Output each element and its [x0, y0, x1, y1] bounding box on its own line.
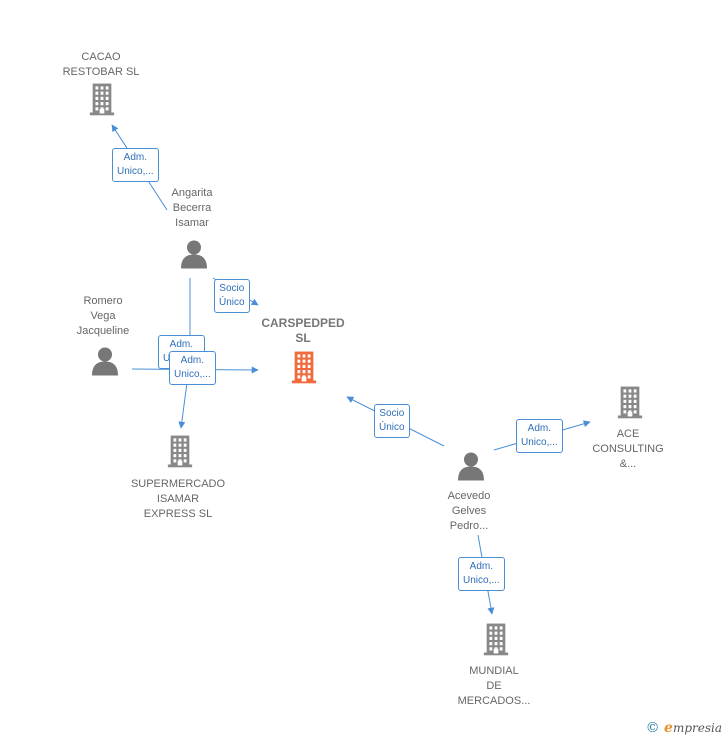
node-label[interactable]: MUNDIAL DE MERCADOS... [458, 664, 531, 709]
node-label[interactable]: SUPERMERCADO ISAMAR EXPRESS SL [131, 477, 225, 522]
node-label-line: DE [486, 680, 502, 692]
person-icon[interactable] [179, 239, 209, 274]
node-label-line: ISAMAR [156, 493, 200, 505]
edge-label-line: Único [379, 422, 405, 433]
node-label-line: MUNDIAL [469, 665, 519, 677]
edge-label-e4[interactable]: Adm. Unico,... [169, 351, 216, 385]
node-label-line: Vega [90, 310, 116, 322]
edge-label-line: Unico,... [521, 437, 558, 448]
person-icon[interactable] [90, 346, 120, 381]
edge-label-line: Adm. [169, 339, 194, 350]
edge-label-line: Único [219, 297, 245, 308]
node-label-line: Isamar [175, 217, 209, 229]
node-label-line: &... [619, 458, 637, 470]
edge-label-e1[interactable]: Adm. Unico,... [112, 148, 159, 182]
node-label-line: Acevedo [447, 490, 491, 502]
edge-label-line: Adm. [469, 561, 494, 572]
node-label-line: CACAO [81, 51, 121, 63]
building-icon[interactable] [290, 350, 318, 389]
node-label-line: Pedro... [449, 520, 489, 532]
edge-label-line: Socio [379, 408, 405, 419]
edge-label-line: Adm. [123, 152, 148, 163]
edge-label-line: Unico,... [117, 166, 154, 177]
copyright-symbol: © [645, 720, 660, 736]
edge-label-e7[interactable]: Adm. Unico,... [458, 557, 505, 591]
edge-label-line: Unico,... [174, 369, 211, 380]
node-label-line: RESTOBAR SL [62, 66, 140, 78]
node-label-line: SL [295, 331, 311, 345]
edge-label-line: Unico,... [463, 575, 500, 586]
node-label-line: SUPERMERCADO [130, 478, 226, 490]
node-label-line: Angarita [171, 187, 213, 199]
node-label-line: Romero [83, 295, 123, 307]
edge-label-line: Adm. [527, 423, 552, 434]
building-icon[interactable] [482, 622, 510, 661]
node-label-line: Jacqueline [76, 325, 130, 337]
building-icon[interactable] [88, 82, 116, 121]
building-icon[interactable] [166, 434, 194, 473]
node-label-line: EXPRESS SL [143, 508, 213, 520]
node-label-line: Becerra [172, 202, 212, 214]
node-label-line: ACE [616, 428, 640, 440]
node-label-line: Gelves [451, 505, 487, 517]
edge-label-line: Socio [219, 283, 245, 294]
brand-logo-text: mpresia [672, 721, 722, 735]
node-label-line: CONSULTING [592, 443, 664, 455]
person-icon[interactable] [456, 451, 486, 486]
node-label-line: MERCADOS... [457, 695, 531, 707]
node-label[interactable]: CACAO RESTOBAR SL [63, 50, 140, 80]
node-label[interactable]: ACE CONSULTING &... [592, 427, 663, 472]
edge-label-line: Adm. [180, 355, 205, 366]
edge-label-e6[interactable]: Adm. Unico,... [516, 419, 563, 453]
building-icon[interactable] [616, 385, 644, 424]
node-label-line: CARSPEDPED [261, 316, 345, 330]
footer-brand: © empresia [646, 720, 722, 736]
brand-logo-initial: e [664, 720, 673, 736]
